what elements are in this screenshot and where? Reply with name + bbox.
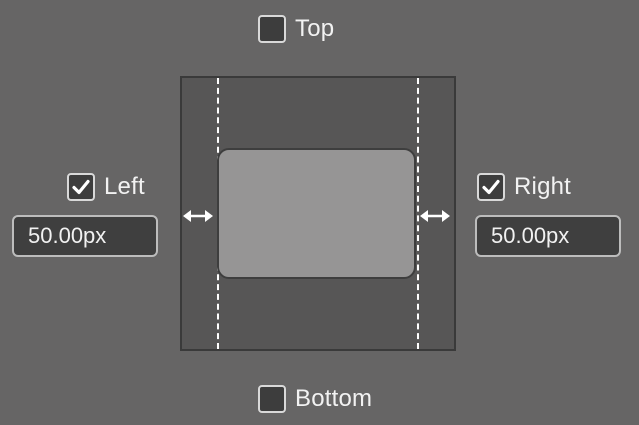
bottom-label: Bottom	[295, 385, 373, 412]
margin-preview-diagram	[180, 76, 456, 351]
left-label: Left	[104, 173, 145, 200]
double-arrow-horizontal-icon	[420, 210, 450, 222]
bottom-margin-option[interactable]: Bottom	[258, 385, 372, 413]
right-margin-option[interactable]: Right	[477, 173, 571, 201]
right-margin-input[interactable]: 50.00px	[475, 215, 621, 257]
checkmark-icon	[482, 179, 500, 195]
right-label: Right	[514, 173, 572, 200]
right-checkbox[interactable]	[477, 173, 505, 201]
left-margin-option[interactable]: Left	[67, 173, 145, 201]
top-margin-option[interactable]: Top	[258, 15, 334, 43]
checkmark-icon	[72, 179, 90, 195]
bottom-checkbox[interactable]	[258, 385, 286, 413]
double-arrow-horizontal-icon	[183, 210, 213, 222]
content-box-preview	[217, 148, 416, 279]
left-checkbox[interactable]	[67, 173, 95, 201]
left-margin-input[interactable]: 50.00px	[12, 215, 158, 257]
top-checkbox[interactable]	[258, 15, 286, 43]
right-margin-guide	[417, 78, 419, 349]
top-label: Top	[295, 15, 335, 42]
